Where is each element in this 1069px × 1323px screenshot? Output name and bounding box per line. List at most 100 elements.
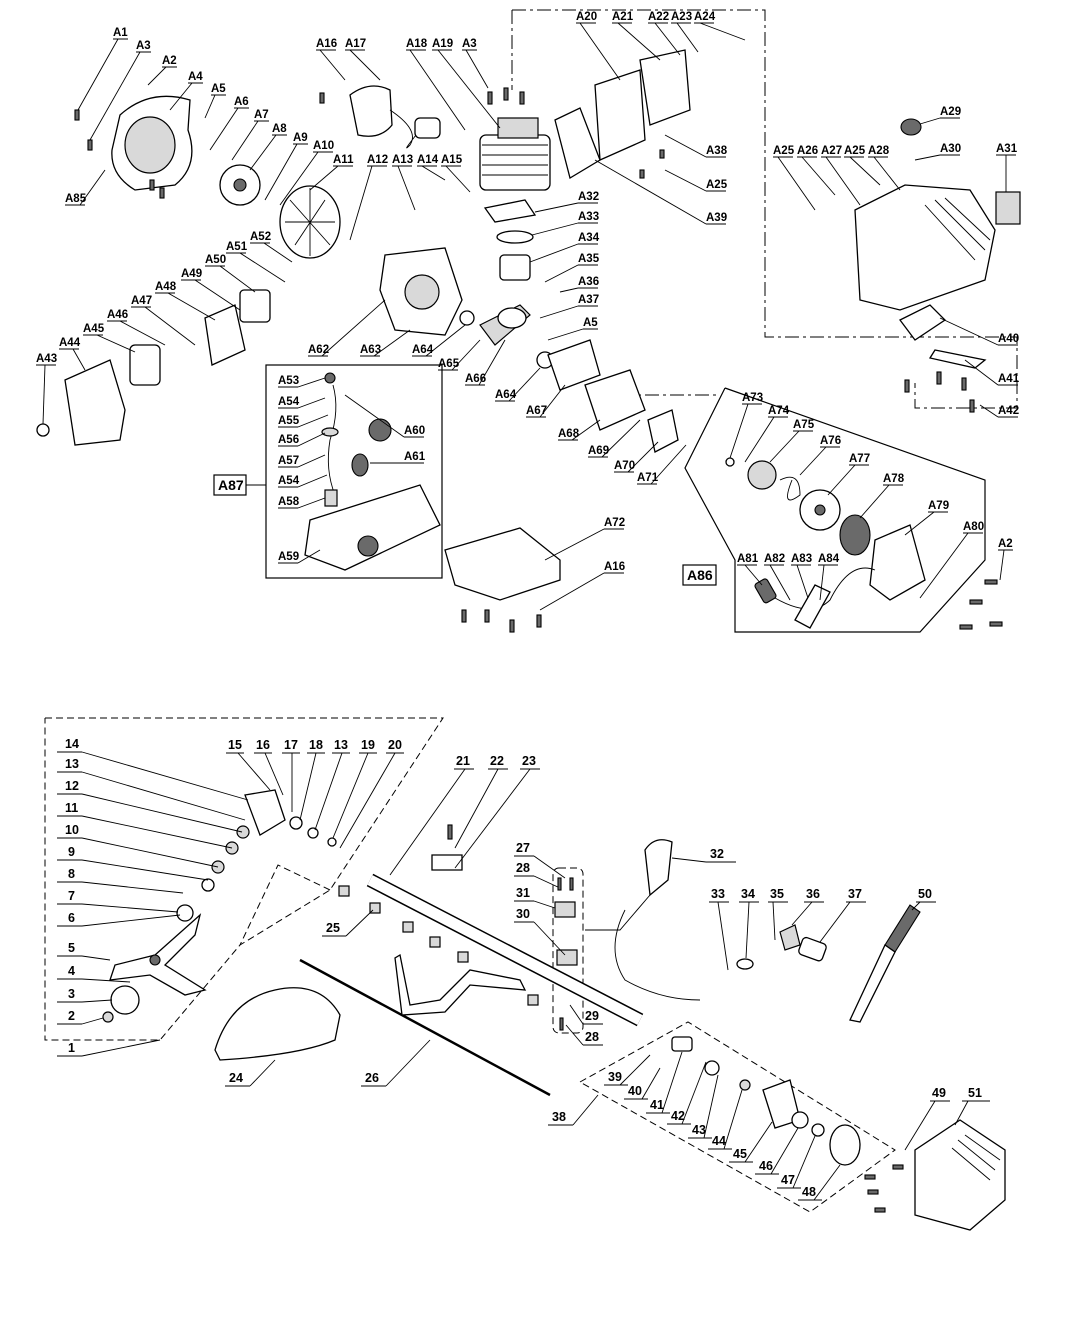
callout-a21: A21: [612, 11, 634, 23]
callout-a18: A18: [406, 38, 428, 50]
piston-part: [499, 254, 531, 281]
callout-13-top: 13: [334, 738, 348, 752]
callout-a32: A32: [578, 191, 599, 203]
crankcase-bore: [404, 274, 440, 310]
callout-a42: A42: [998, 405, 1019, 417]
callout-a43: A43: [36, 353, 57, 365]
callout-a83: A83: [791, 553, 812, 565]
starter-grip-part: [794, 584, 831, 629]
blade-nut-part: [102, 1011, 114, 1023]
callout-24: 24: [229, 1071, 243, 1085]
callout-a23: A23: [671, 11, 692, 23]
ignition-wire: [389, 109, 421, 149]
callout-39: 39: [608, 1070, 622, 1084]
starter-housing-part: [869, 524, 926, 601]
blade-head-group-box: [44, 717, 444, 1041]
fan-housing-opening: [124, 116, 176, 174]
callout-42: 42: [671, 1109, 685, 1123]
callout-a36: A36: [578, 276, 599, 288]
callout-a33: A33: [578, 211, 599, 223]
fuel-tank-group-box: [265, 364, 443, 579]
callout-10: 10: [65, 823, 79, 837]
starter-washer-part: [725, 457, 735, 467]
starter-handle-part: [754, 578, 777, 604]
handle-bar-part: [585, 894, 651, 931]
callout-a70: A70: [614, 460, 635, 472]
callout-51: 51: [968, 1086, 982, 1100]
flywheel-fins: [285, 188, 335, 256]
callout-12: 12: [65, 779, 79, 793]
callout-a31: A31: [996, 143, 1018, 155]
callout-47: 47: [781, 1173, 795, 1187]
callout-41: 41: [650, 1098, 664, 1112]
callout-a47: A47: [131, 295, 152, 307]
exhaust-gasket-part: [554, 107, 601, 180]
callout-a25-c: A25: [706, 179, 728, 191]
callout-a50: A50: [205, 254, 226, 266]
lower-bevel-box: [239, 864, 331, 946]
callout-23: 23: [522, 754, 536, 768]
holder-part: [176, 904, 194, 922]
callout-a76: A76: [820, 435, 841, 447]
callout-a68: A68: [558, 428, 580, 440]
callout-17: 17: [284, 738, 298, 752]
bushing-part-4: [429, 936, 441, 948]
callout-a5: A5: [211, 83, 226, 95]
callout-a58: A58: [278, 496, 300, 508]
label-box-a86: [682, 564, 717, 586]
callout-a55: A55: [278, 415, 300, 427]
callout-a19: A19: [432, 38, 453, 50]
cylinder-gasket-part: [483, 199, 537, 223]
bushing-part-2: [369, 902, 381, 914]
piston-ring-part: [496, 230, 534, 244]
callout-48: 48: [802, 1185, 816, 1199]
clutch-group-box: [579, 1021, 896, 1213]
callout-46: 46: [759, 1159, 773, 1173]
callout-18: 18: [309, 738, 323, 752]
callout-36: 36: [806, 887, 820, 901]
callout-a25-a: A25: [773, 145, 795, 157]
callout-a1: A1: [113, 27, 128, 39]
blade-hub: [149, 954, 161, 966]
callout-49: 49: [932, 1086, 946, 1100]
collar-part: [736, 958, 754, 970]
callout-9: 9: [68, 845, 75, 859]
muffler-part: [594, 69, 646, 161]
callout-27: 27: [516, 841, 530, 855]
callout-a40: A40: [998, 333, 1019, 345]
sleeve-part: [798, 936, 827, 962]
callout-32: 32: [710, 847, 724, 861]
gear-head-part: [244, 789, 286, 836]
callout-a69: A69: [588, 445, 609, 457]
callout-a22: A22: [648, 11, 669, 23]
callout-a20: A20: [576, 11, 597, 23]
clutch-housing-part: [584, 369, 646, 431]
engine-cover-vents: [924, 197, 991, 261]
callout-a84: A84: [818, 553, 840, 565]
callout-a64-b: A64: [495, 389, 517, 401]
callout-a79: A79: [928, 500, 949, 512]
clutch-ring-part: [704, 1060, 720, 1076]
fuel-line-part: [327, 384, 337, 496]
front-handle-part: [394, 953, 527, 1016]
callout-a39: A39: [706, 212, 727, 224]
fuel-tank-part: [304, 484, 441, 571]
handle-bracket-plate-1: [554, 901, 576, 918]
callout-20: 20: [388, 738, 402, 752]
callout-35: 35: [770, 887, 784, 901]
nut-part: [779, 924, 801, 951]
gear-part-1: [236, 825, 250, 839]
callout-a52: A52: [250, 231, 271, 243]
starter-group-box: [684, 387, 986, 633]
air-filter-part: [129, 344, 161, 386]
bushing-part-1: [338, 885, 350, 897]
carburetor-part: [239, 289, 271, 323]
label-a86: A86: [687, 567, 713, 583]
callout-a13: A13: [392, 154, 413, 166]
spark-plug-cap-part: [414, 117, 441, 139]
air-filter-cover-part: [64, 359, 126, 446]
callout-a54-a: A54: [278, 396, 300, 408]
callout-28-bottom: 28: [585, 1030, 599, 1044]
callout-a5-mid: A5: [583, 317, 598, 329]
callout-a72: A72: [604, 517, 625, 529]
